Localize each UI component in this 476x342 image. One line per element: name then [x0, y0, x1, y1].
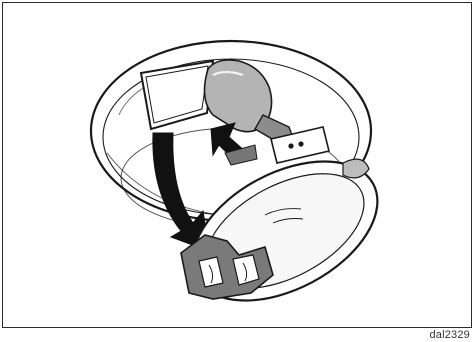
figure-frame: [2, 2, 472, 328]
courtesy-light-illustration: [3, 3, 473, 329]
figure-code-label: dal2329: [429, 329, 470, 341]
